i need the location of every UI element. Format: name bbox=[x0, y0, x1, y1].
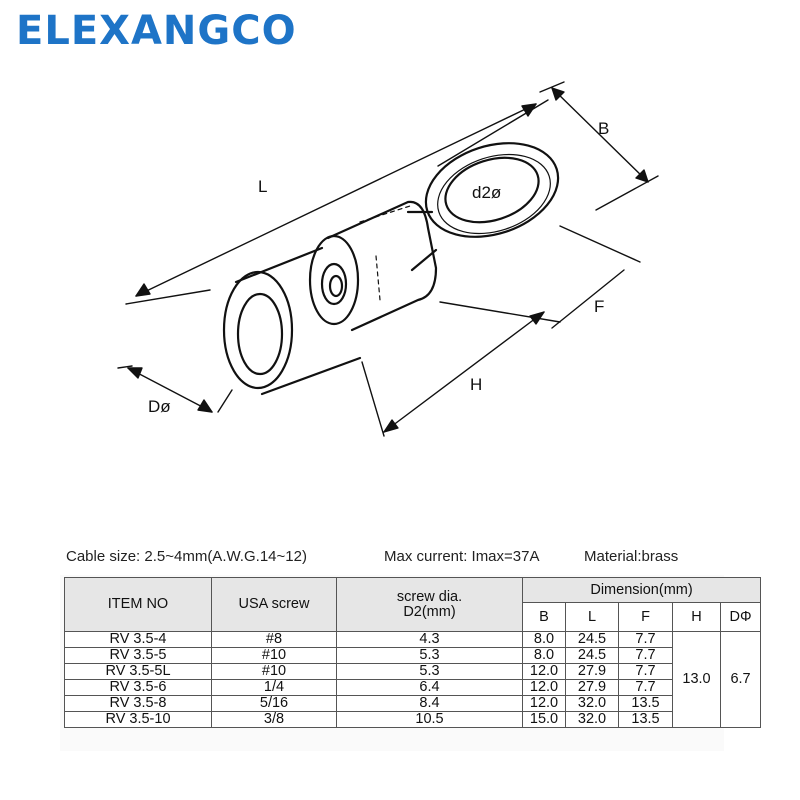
cell-l: 27.9 bbox=[565, 679, 619, 696]
cell-b: 12.0 bbox=[522, 663, 566, 680]
cell-usa: #8 bbox=[211, 631, 337, 648]
cell-l: 32.0 bbox=[565, 695, 619, 712]
cell-h-merged: 13.0 bbox=[672, 631, 721, 728]
header-b: B bbox=[522, 602, 566, 632]
cell-f: 7.7 bbox=[618, 647, 673, 664]
cell-usa: #10 bbox=[211, 663, 337, 680]
cell-d2: 8.4 bbox=[336, 695, 523, 712]
header-usa-screw: USA screw bbox=[211, 577, 337, 632]
dim-label-H: H bbox=[470, 375, 482, 394]
header-f: F bbox=[618, 602, 673, 632]
cell-item: RV 3.5-10 bbox=[64, 711, 212, 728]
cell-usa: #10 bbox=[211, 647, 337, 664]
cell-usa: 3/8 bbox=[211, 711, 337, 728]
cell-d2: 5.3 bbox=[336, 647, 523, 664]
cell-item: RV 3.5-5L bbox=[64, 663, 212, 680]
dim-label-D: Dø bbox=[148, 397, 171, 416]
ring-tongue bbox=[406, 142, 560, 272]
cell-d-merged: 6.7 bbox=[719, 631, 762, 728]
cell-item: RV 3.5-5 bbox=[64, 647, 212, 664]
header-item-no: ITEM NO bbox=[64, 577, 212, 632]
cell-l: 24.5 bbox=[565, 647, 619, 664]
table-row: RV 3.5-8 5/16 8.4 12.0 32.0 13.5 bbox=[64, 695, 761, 712]
table-row: RV 3.5-4 #8 4.3 8.0 24.5 7.7 13.0 6.7 bbox=[64, 631, 762, 728]
header-screw-dia-line1: screw dia. bbox=[396, 588, 463, 605]
cell-item: RV 3.5-8 bbox=[64, 695, 212, 712]
header-l: L bbox=[565, 602, 619, 632]
dimension-lines bbox=[117, 81, 659, 437]
dim-label-d2: d2ø bbox=[472, 183, 501, 202]
brand-logo: ELEXANGCO bbox=[16, 8, 297, 54]
cell-l: 27.9 bbox=[565, 663, 619, 680]
dim-label-F: F bbox=[594, 297, 604, 316]
cell-d2: 10.5 bbox=[336, 711, 523, 728]
cell-item: RV 3.5-4 bbox=[64, 631, 212, 648]
table-row: RV 3.5-5L #10 5.3 12.0 27.9 7.7 bbox=[64, 663, 761, 680]
header-h: H bbox=[672, 602, 721, 632]
header-dimension: Dimension(mm) bbox=[521, 577, 762, 603]
cell-b: 12.0 bbox=[522, 695, 566, 712]
cell-b: 8.0 bbox=[522, 647, 566, 664]
insulation-sleeve bbox=[222, 200, 438, 396]
cell-usa: 5/16 bbox=[211, 695, 337, 712]
cell-l: 24.5 bbox=[565, 631, 619, 648]
cell-b: 12.0 bbox=[522, 679, 566, 696]
cable-size-text: Cable size: 2.5~4mm(A.W.G.14~12) bbox=[66, 548, 307, 565]
cell-usa: 1/4 bbox=[211, 679, 337, 696]
cell-d2: 6.4 bbox=[336, 679, 523, 696]
dim-label-B: B bbox=[598, 119, 609, 138]
cell-f: 7.7 bbox=[618, 679, 673, 696]
cell-item: RV 3.5-6 bbox=[64, 679, 212, 696]
cell-b: 15.0 bbox=[522, 711, 566, 728]
ring-terminal-drawing: L B d2ø F H Dø bbox=[117, 81, 659, 437]
header-d: DΦ bbox=[719, 602, 762, 632]
cell-f: 13.5 bbox=[618, 711, 673, 728]
max-current-text: Max current: Imax=37A bbox=[384, 548, 540, 565]
header-screw-dia: screw dia. D2(mm) bbox=[336, 577, 523, 632]
cell-l: 32.0 bbox=[565, 711, 619, 728]
table-row: RV 3.5-6 1/4 6.4 12.0 27.9 7.7 bbox=[64, 679, 761, 696]
dim-label-L: L bbox=[258, 177, 267, 196]
cell-d2: 4.3 bbox=[336, 631, 523, 648]
material-text: Material:brass bbox=[584, 548, 679, 565]
cell-f: 7.7 bbox=[618, 631, 673, 648]
cell-b: 8.0 bbox=[522, 631, 566, 648]
spec-table: ITEM NO USA screw screw dia. D2(mm) Dime… bbox=[64, 577, 762, 728]
header-screw-dia-line2: D2(mm) bbox=[403, 603, 456, 620]
cell-d2: 5.3 bbox=[336, 663, 523, 680]
cell-f: 7.7 bbox=[618, 663, 673, 680]
table-row: RV 3.5-5 #10 5.3 8.0 24.5 7.7 bbox=[64, 647, 761, 664]
cell-f: 13.5 bbox=[618, 695, 673, 712]
table-row: RV 3.5-10 3/8 10.5 15.0 32.0 13.5 bbox=[64, 711, 761, 728]
